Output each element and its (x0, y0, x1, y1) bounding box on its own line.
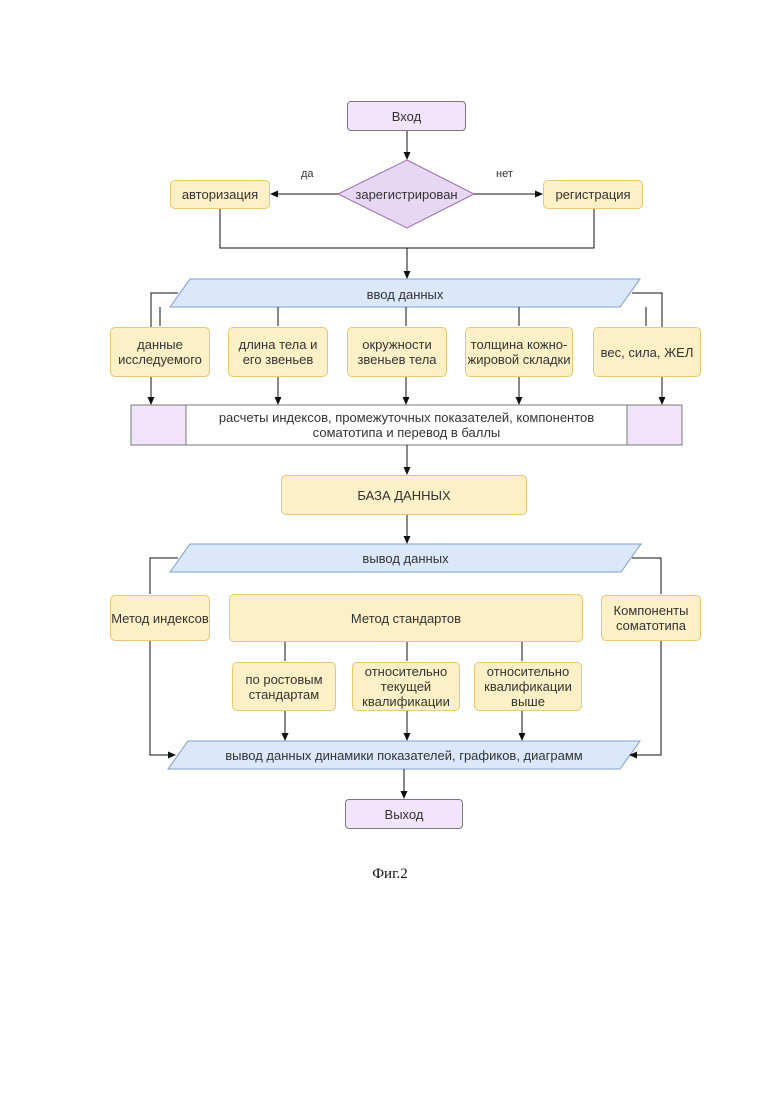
data-input-label: ввод данных (190, 284, 620, 304)
database-node: БАЗА ДАННЫХ (281, 475, 527, 515)
input-subject-data: данные исследуемого (110, 327, 210, 377)
input-skinfold: толщина кожно-жировой складки (465, 327, 573, 377)
standards-method-node: Метод стандартов (229, 594, 583, 642)
decision-label: зарегистрирован (338, 184, 475, 204)
higher-qualification-node: относительно квалификации выше (474, 662, 582, 711)
somatotype-components-node: Компоненты соматотипа (601, 595, 701, 641)
dynamics-output-label: вывод данных динамики показателей, графи… (188, 745, 620, 765)
current-qualification-node: относительно текущей квалификации (352, 662, 460, 711)
input-body-length: длина тела и его звеньев (228, 327, 328, 377)
input-weight-strength-vc: вес, сила, ЖЕЛ (593, 327, 701, 377)
start-node: Вход (347, 101, 466, 131)
no-label: нет (496, 168, 513, 180)
data-output-label: вывод данных (190, 548, 621, 568)
end-node: Выход (345, 799, 463, 829)
calculations-label: расчеты индексов, промежуточных показате… (192, 405, 621, 445)
yes-label: да (301, 168, 314, 180)
height-standards-node: по ростовым стандартам (232, 662, 336, 711)
registration-node: регистрация (543, 180, 643, 209)
figure-caption: Фиг.2 (340, 866, 440, 883)
index-method-node: Метод индексов (110, 595, 210, 641)
input-circumferences: окружности звеньев тела (347, 327, 447, 377)
authorization-node: авторизация (170, 180, 270, 209)
